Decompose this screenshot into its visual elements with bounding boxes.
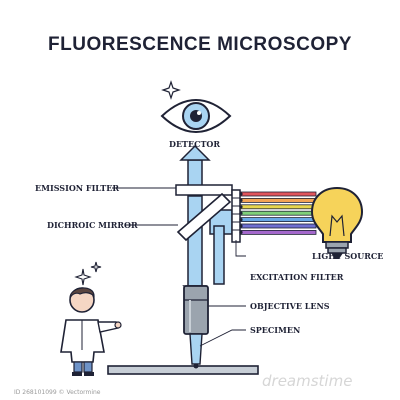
dichroic-mirror-label: DICHROIC MIRROR <box>47 220 138 230</box>
eye-icon <box>160 99 232 133</box>
light-ray <box>239 191 317 197</box>
watermark-id: ID 268101099 © Vectormine <box>14 389 101 396</box>
light-ray <box>239 197 317 203</box>
filter-dot <box>239 224 243 228</box>
specimen-label: SPECIMEN <box>250 325 301 335</box>
filter-dot <box>239 211 243 215</box>
light-rays <box>239 191 317 235</box>
excitation-filter-label: EXCITATION FILTER <box>250 272 344 282</box>
light-ray <box>239 223 317 229</box>
excitation-beam <box>209 209 233 285</box>
emission-filter <box>175 184 233 196</box>
leader-lines <box>112 187 246 347</box>
objective-lens-label: OBJECTIVE LENS <box>250 301 330 311</box>
excitation-filter <box>231 189 241 243</box>
light-bulb-icon <box>310 186 364 259</box>
sparkle-icon <box>161 80 181 100</box>
filter-dot <box>239 230 243 234</box>
filter-dot <box>239 192 243 196</box>
light-ray <box>239 217 317 223</box>
dichroic-mirror <box>176 192 232 242</box>
objective-lens <box>183 285 209 335</box>
specimen-light-cone <box>189 333 203 365</box>
filter-dot <box>239 198 243 202</box>
light-source-label: LIGHT SOURCE <box>312 251 384 261</box>
emission-filter-label: EMISSION FILTER <box>35 183 119 193</box>
light-ray <box>239 204 317 210</box>
filter-dot <box>239 205 243 209</box>
light-ray <box>239 229 317 235</box>
filter-dot <box>239 218 243 222</box>
detector-label: DETECTOR <box>169 139 221 149</box>
light-ray <box>239 210 317 216</box>
scientist-figure <box>60 261 122 376</box>
specimen-stage <box>107 363 259 375</box>
page-title: FLUORESCENCE MICROSCOPY <box>48 34 352 55</box>
watermark-brand: dreamstime <box>262 372 353 390</box>
